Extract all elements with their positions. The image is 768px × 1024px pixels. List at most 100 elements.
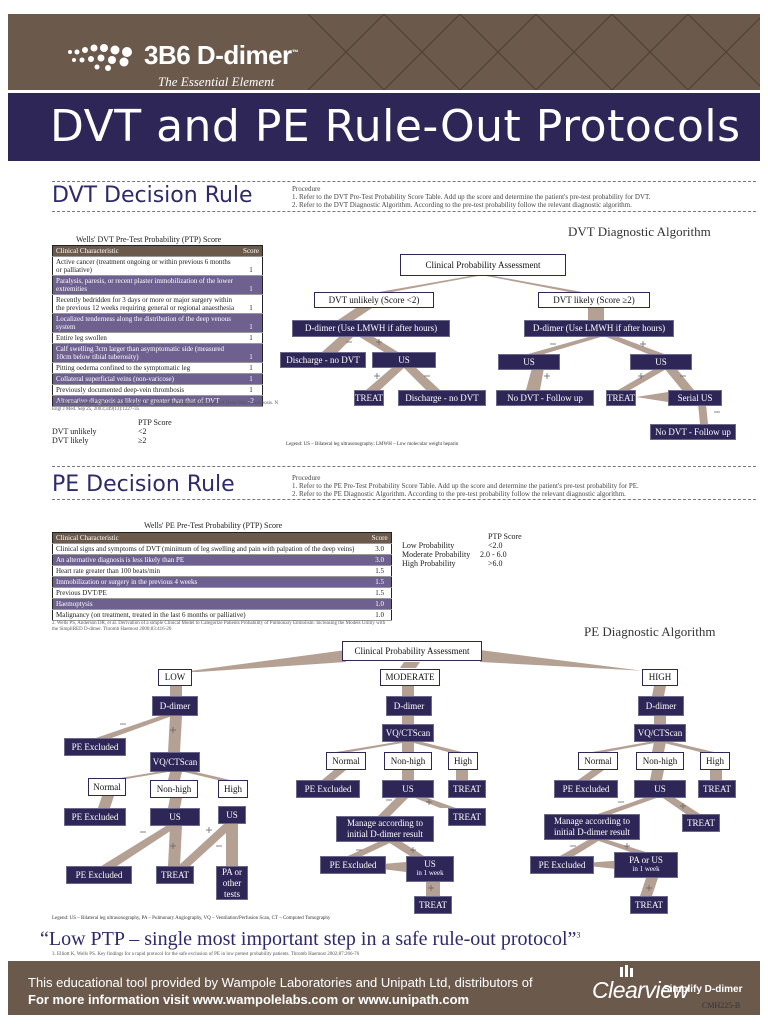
table-row: Collateral superficial veins (non-varico… (52, 373, 263, 385)
dvt-legend: Legend: US – Bilateral leg ultrasonograp… (286, 442, 459, 447)
header-banner: 3B6 D-dimer™ The Essential Element (8, 14, 760, 90)
brand-name: 3B6 D-dimer™ (144, 40, 299, 70)
dvt-ddimer-unlikely-node: D-dimer (Use LMWH if after hours) (292, 320, 450, 337)
pe-treat-node: TREAT (156, 866, 194, 884)
ptp-heading: PTP Score (138, 418, 172, 427)
characteristic-cell: An alternative diagnosis is less likely … (52, 554, 369, 566)
molecule-icon (68, 44, 132, 71)
dvt-likely-node: DVT likely (Score ≥2) (538, 292, 650, 308)
ptp-value: <2.0 (488, 541, 503, 550)
procedure-step: 1. Refer to the DVT Pre-Test Probability… (292, 193, 651, 201)
pe-ddimer-node: D-dimer (152, 696, 198, 716)
banner-pattern (307, 14, 760, 90)
procedure-step: 2. Refer to the PE Diagnostic Algorithm.… (292, 490, 626, 498)
pe-clinical-assessment-node: Clinical Probability Assessment (342, 641, 482, 661)
dvt-serial-us-node: Serial US (668, 390, 722, 406)
pe-legend: Legend: US – Bilateral leg ultrasonograp… (52, 916, 331, 921)
divider (52, 181, 756, 182)
clearview-mark-icon (620, 965, 633, 977)
characteristic-cell: Clinical signs and symptoms of DVT (mini… (52, 543, 369, 555)
characteristic-cell: Active cancer (treatment ongoing or with… (52, 256, 241, 276)
pe-treat-node: TREAT (682, 814, 720, 832)
characteristic-cell: Immobilization or surgery in the previou… (52, 576, 369, 588)
pe-excluded-node: PE Excluded (530, 856, 594, 874)
ptp-heading: PTP Score (488, 532, 522, 541)
pe-treat-node: TREAT (448, 808, 486, 826)
characteristic-cell: Recently bedridden for 3 days or more or… (52, 294, 241, 314)
table-row: Alternative diagnosis as likely or great… (52, 395, 263, 407)
title-bar: DVT and PE Rule-Out Protocols (8, 93, 760, 161)
ptp-row: Low Probability<2.0 (402, 541, 522, 550)
pe-high-result-node: High (700, 752, 730, 770)
dvt-table-caption: Wells' DVT Pre-Test Probability (PTP) Sc… (76, 235, 222, 244)
pe-moderate-node: MODERATE (380, 669, 440, 686)
brand-tagline: The Essential Element (158, 74, 275, 89)
dvt-discharge-node: Discharge - no DVT (280, 352, 366, 368)
pa-label: PA or US (629, 855, 663, 865)
score-cell: 1 (240, 362, 263, 374)
table-row: An alternative diagnosis is less likely … (52, 554, 392, 566)
quote-text: “Low PTP – single most important step in… (40, 928, 577, 950)
divider (52, 466, 756, 467)
dvt-procedure: Procedure 1. Refer to the DVT Pre-Test P… (292, 185, 651, 209)
dvt-unlikely-node: DVT unlikely (Score <2) (314, 292, 434, 308)
dvt-ptp-scores: PTP Score DVT unlikely<2 DVT likely≥2 (52, 418, 172, 445)
pe-pa-tests-node: PA or other tests (216, 866, 248, 900)
score-cell: 1 (240, 332, 263, 344)
characteristic-cell: Heart rate greater than 100 beats/min (52, 565, 369, 577)
procedure-step: 1. Refer to the PE Pre-Test Probability … (292, 482, 639, 490)
dvt-algorithm-title: DVT Diagnostic Algorithm (568, 224, 711, 239)
pe-table-reference: 2. Wells PS, Anderson DR, et al. Derivat… (52, 621, 386, 632)
pe-manage-node: Manage according to initial D-dimer resu… (544, 814, 640, 840)
footer: This educational tool provided by Wampol… (8, 961, 760, 1015)
quote-ref-mark: 3 (576, 930, 581, 940)
product-name: Simplify D-dimer (663, 984, 743, 995)
dvt-section-title: DVT Decision Rule (52, 183, 253, 208)
table-row: Pitting oedema confined to the symptomat… (52, 362, 263, 374)
pe-us-node: US (382, 780, 434, 798)
pe-high-node: HIGH (642, 669, 678, 686)
characteristic-cell: Calf swelling 3cm larger than asymptomat… (52, 343, 241, 363)
score-cell: 1 (240, 384, 263, 396)
pe-excluded-node: PE Excluded (64, 738, 126, 756)
pe-pa-us-week-node: PA or US in 1 week (614, 852, 678, 878)
score-cell: Score (240, 245, 263, 257)
pe-us-node: US (150, 808, 200, 826)
dvt-us-node: US (498, 354, 560, 370)
score-cell: 1 (240, 294, 263, 314)
dvt-us-node: US (372, 352, 436, 368)
table-row: Malignancy (on treatment, treated in the… (52, 609, 392, 621)
pe-excluded-node: PE Excluded (320, 856, 386, 874)
procedure-step: 2. Refer to the DVT Diagnostic Algorithm… (292, 201, 632, 209)
ptp-label: DVT unlikely (52, 427, 97, 436)
us-label: US (424, 859, 436, 869)
dvt-treat-node: TREAT (606, 390, 636, 406)
characteristic-cell: Malignancy (on treatment, treated in the… (52, 609, 369, 621)
characteristic-cell: Localized tenderness along the distribut… (52, 313, 241, 333)
characteristic-cell: Alternative diagnosis as likely or great… (52, 395, 241, 407)
dvt-table-reference: 1. Wells PS, Anderson DR, et al. Evaluat… (52, 401, 279, 412)
pe-treat-node: TREAT (698, 780, 736, 798)
page-title: DVT and PE Rule-Out Protocols (50, 101, 741, 152)
score-cell: 3.0 (368, 554, 392, 566)
score-cell: 1 (240, 343, 263, 363)
score-cell: 1 (240, 275, 263, 295)
ptp-row: DVT unlikely <2 (52, 427, 172, 436)
pe-high-result-node: High (218, 780, 248, 798)
ptp-value: <2 (138, 427, 147, 436)
dvt-us-node: US (630, 354, 692, 370)
pe-treat-node: TREAT (414, 896, 452, 914)
pe-ptp-scores: PTP Score Low Probability<2.0 Moderate P… (402, 532, 522, 568)
dvt-treat-node: TREAT (354, 390, 384, 406)
pe-excluded-node: PE Excluded (554, 780, 618, 798)
ptp-value: >6.0 (488, 559, 503, 568)
